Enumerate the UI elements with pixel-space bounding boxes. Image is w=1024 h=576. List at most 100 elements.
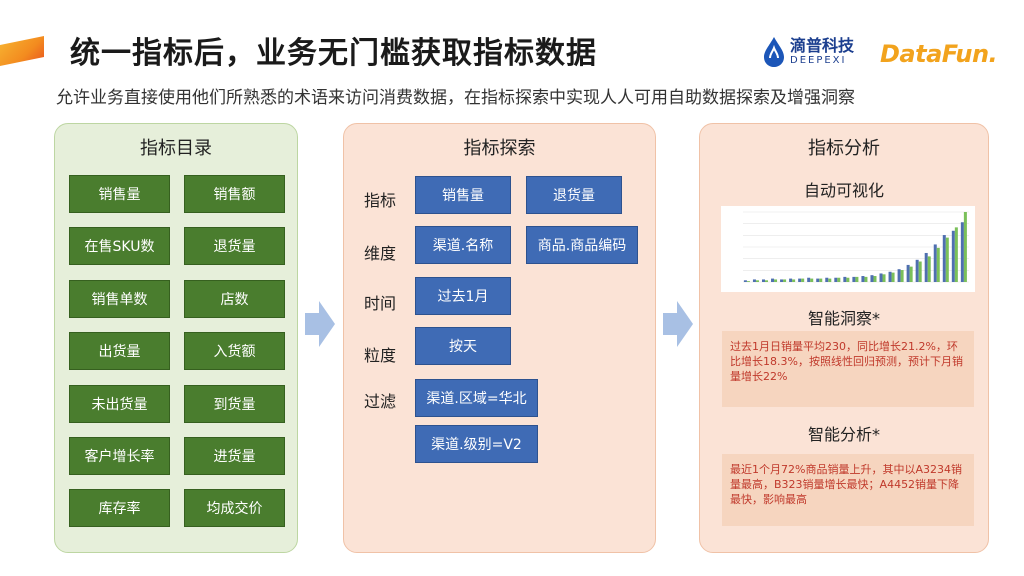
chart-bar [924, 252, 928, 282]
chart-bar [771, 278, 775, 282]
chart-bar [951, 230, 955, 282]
chart-bar [936, 247, 940, 282]
chart-bar [798, 278, 802, 282]
chart-bar [963, 212, 967, 282]
filter-chip[interactable]: 渠道.级别=V2 [415, 425, 538, 463]
time-chip[interactable]: 过去1月 [415, 277, 511, 315]
catalog-item[interactable]: 客户增长率 [69, 437, 170, 475]
chart-bar [834, 277, 838, 282]
chart-bar [755, 280, 759, 282]
chart-bar [816, 278, 820, 282]
chart-bar [828, 278, 832, 282]
metric-chip[interactable]: 退货量 [526, 176, 622, 214]
chart-bar [918, 261, 922, 282]
filter-chip[interactable]: 渠道.区域=华北 [415, 379, 538, 417]
catalog-item[interactable]: 在售SKU数 [69, 227, 170, 265]
chart-bar [954, 227, 958, 282]
dimension-chip[interactable]: 商品.商品编码 [526, 226, 638, 264]
catalog-item[interactable]: 进货量 [184, 437, 285, 475]
metric-analysis-panel: 指标分析 自动可视化 智能洞察* 过去1月日销量平均230，同比增长21.2%，… [699, 123, 989, 553]
metric-chip[interactable]: 销售量 [415, 176, 511, 214]
smart-insight-heading: 智能洞察* [807, 309, 880, 328]
catalog-item[interactable]: 出货量 [69, 332, 170, 370]
metric-explore-panel: 指标探索 指标 销售量 退货量 维度 渠道.名称 商品.商品编码 时间 过去1月… [343, 123, 656, 553]
dimension-chip[interactable]: 渠道.名称 [415, 226, 511, 264]
catalog-item[interactable]: 到货量 [184, 385, 285, 423]
catalog-item[interactable]: 库存率 [69, 489, 170, 527]
chart-bar [873, 276, 877, 282]
deepexi-logo-cn: 滴普科技 [790, 36, 855, 55]
filter-row-label: 过滤 [364, 392, 397, 411]
time-row-label: 时间 [364, 294, 397, 313]
catalog-item[interactable]: 退货量 [184, 227, 285, 265]
catalog-title: 指标目录 [140, 138, 212, 159]
catalog-item[interactable]: 入货额 [184, 332, 285, 370]
chart-bar [942, 235, 946, 282]
smart-analysis-heading: 智能分析* [807, 425, 880, 444]
deepexi-drop-icon [764, 37, 784, 67]
catalog-item[interactable]: 销售额 [184, 175, 285, 213]
chart-bar [792, 279, 796, 282]
smart-analysis-text: 最近1个月72%商品销量上升，其中以A3234销量最高，B323销量增长最快；A… [722, 454, 974, 526]
chart-bar [906, 264, 910, 282]
chart-bar [879, 273, 883, 282]
chart-bar [855, 276, 859, 282]
chart-bar [801, 278, 805, 282]
catalog-item[interactable]: 销售单数 [69, 280, 170, 318]
dimension-row-label: 维度 [364, 244, 397, 263]
chart-bar [783, 279, 787, 282]
chart-bar [746, 281, 750, 282]
chart-bar [888, 271, 892, 282]
metric-row-label: 指标 [364, 191, 397, 210]
chart-bar [870, 275, 874, 282]
chart-bar [852, 276, 856, 282]
deepexi-logo: 滴普科技 DEEPEXI [762, 36, 854, 68]
chart-bar [810, 278, 814, 282]
auto-visualization-chart [721, 206, 975, 292]
chart-bar [960, 222, 964, 282]
chart-bar [752, 279, 756, 282]
analysis-title: 指标分析 [808, 138, 880, 159]
granularity-row-label: 粒度 [364, 346, 397, 365]
chart-bar [780, 279, 784, 282]
page-subtitle: 允许业务直接使用他们所熟悉的术语来访问消费数据，在指标探索中实现人人可用自助数据… [56, 88, 855, 108]
catalog-item[interactable]: 均成交价 [184, 489, 285, 527]
explore-title: 指标探索 [463, 138, 536, 159]
chart-bar [846, 277, 850, 282]
granularity-chip[interactable]: 按天 [415, 327, 511, 365]
datafun-logo: DataFun. [880, 40, 998, 68]
chart-bar [774, 279, 778, 282]
catalog-item[interactable]: 未出货量 [69, 385, 170, 423]
flow-arrow-icon [305, 301, 335, 347]
chart-bar [764, 280, 769, 282]
auto-visualization-heading: 自动可视化 [803, 181, 884, 200]
chart-bar [927, 256, 931, 282]
chart-bar [843, 276, 847, 282]
chart-bar [882, 274, 886, 282]
flow-arrow-icon [663, 301, 693, 347]
deepexi-logo-en: DEEPEXI [790, 55, 847, 66]
chart-bar [864, 276, 868, 282]
chart-bar [761, 279, 765, 282]
title-accent-shape [0, 36, 44, 66]
chart-bar [915, 259, 919, 282]
chart-bar [837, 277, 841, 282]
chart-bar [861, 276, 865, 282]
chart-bar [743, 280, 747, 282]
chart-bar [825, 277, 829, 282]
chart-bar [807, 277, 811, 282]
chart-bar [891, 272, 895, 282]
catalog-item[interactable]: 销售量 [69, 175, 170, 213]
chart-bar [819, 278, 823, 282]
chart-bar [897, 269, 901, 282]
smart-insight-text: 过去1月日销量平均230，同比增长21.2%，环比增长18.3%，按照线性回归预… [722, 331, 974, 407]
chart-bar [789, 278, 793, 282]
metric-catalog-panel: 指标目录 销售量 销售额 在售SKU数 退货量 销售单数 店数 出货量 入货额 … [54, 123, 298, 553]
chart-bar [900, 270, 904, 282]
chart-bar [933, 244, 937, 282]
page-title: 统一指标后，业务无门槛获取指标数据 [70, 36, 597, 71]
chart-bar [945, 237, 949, 282]
chart-bar [909, 266, 913, 282]
catalog-item[interactable]: 店数 [184, 280, 285, 318]
mini-bar-chart [743, 211, 969, 283]
